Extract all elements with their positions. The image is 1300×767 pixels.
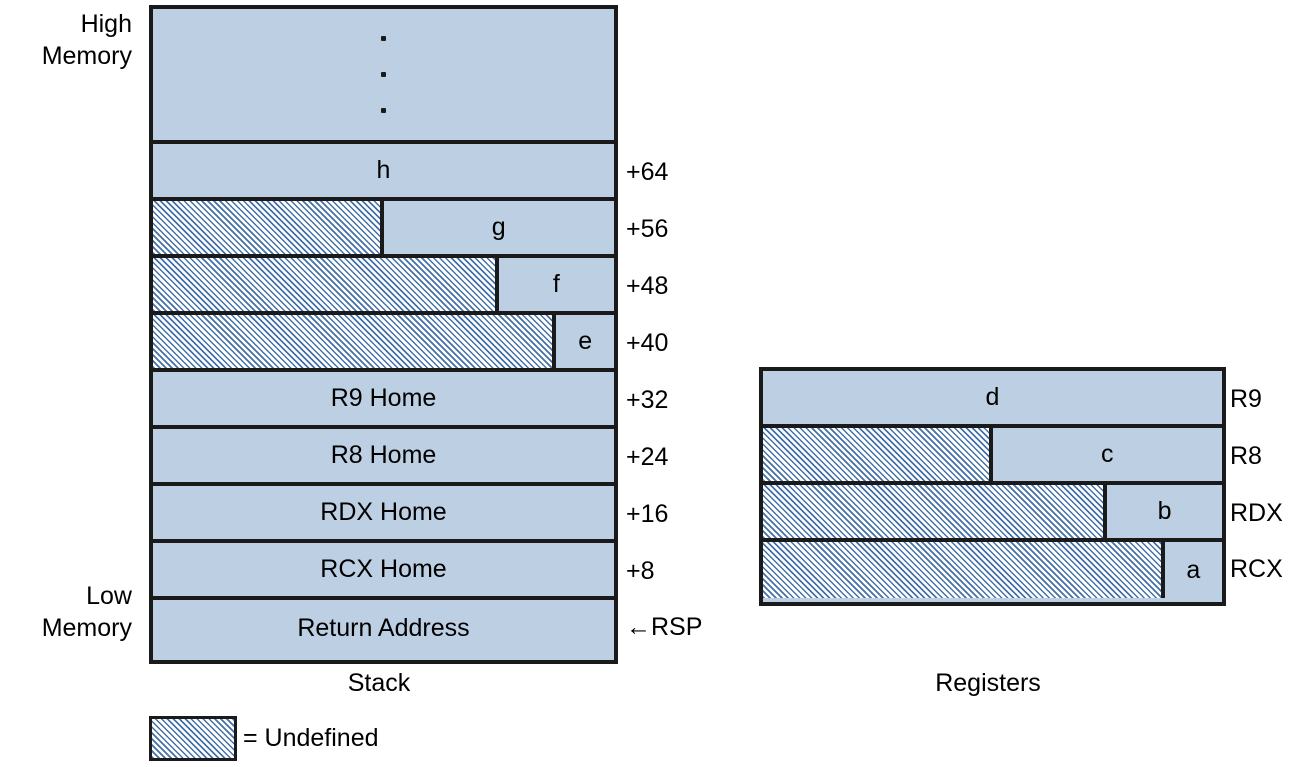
stack-cell-label: Return Address: [297, 613, 470, 642]
register-value-label: b: [1157, 497, 1172, 525]
register-value-label: c: [1101, 440, 1114, 468]
undefined-region: [763, 542, 1165, 598]
stack-offset-label: +48: [626, 271, 669, 300]
register-value-label: a: [1186, 555, 1201, 584]
stack-cell-label: R8 Home: [330, 441, 437, 469]
undefined-region: [153, 258, 499, 311]
register-row: c: [763, 428, 1222, 485]
stack-row: [153, 9, 614, 144]
undefined-region: [153, 315, 557, 368]
stack-row: g: [153, 201, 614, 258]
hatched-undefined-swatch: [149, 716, 237, 761]
stack-cell-label: R9 Home: [330, 384, 437, 412]
stack-cell-label: RCX Home: [320, 555, 447, 583]
legend: = Undefined: [149, 716, 379, 761]
ellipsis-dot: [381, 36, 386, 41]
register-row: d: [763, 371, 1222, 428]
stack-offset-label: +56: [626, 214, 669, 243]
ellipsis-dot: [381, 108, 386, 113]
undefined-region: [763, 428, 993, 481]
stack-row: e: [153, 315, 614, 372]
register-row: b: [763, 485, 1222, 542]
stack-row: h: [153, 144, 614, 201]
stack-row: R9 Home: [153, 372, 614, 429]
stack-offset-label: +40: [626, 328, 669, 357]
stack-offset-label: +24: [626, 442, 669, 471]
stack-cell-label: e: [578, 327, 593, 355]
register-name-label: RCX: [1230, 555, 1283, 583]
ellipsis-dot: [381, 72, 386, 77]
registers-caption: Registers: [935, 669, 1041, 697]
stack-cell-label: f: [552, 270, 560, 298]
registers-diagram: d c b a: [759, 367, 1226, 606]
register-name-label: RDX: [1230, 498, 1283, 527]
stack-cell-label: g: [491, 213, 506, 241]
register-name-label: R9: [1230, 384, 1262, 413]
vertical-ellipsis-icon: [153, 9, 614, 140]
undefined-region: [763, 485, 1108, 538]
low-memory-label: Low Memory: [41, 582, 132, 642]
register-name-label: R8: [1230, 441, 1262, 470]
stack-offset-label: +32: [626, 385, 669, 414]
stack-offset-label: ←RSP: [626, 613, 703, 641]
stack-row: f: [153, 258, 614, 315]
legend-label: = Undefined: [243, 724, 379, 752]
register-row: a: [763, 542, 1222, 598]
stack-offset-label: +16: [626, 499, 669, 528]
stack-row: RDX Home: [153, 486, 614, 543]
stack-cell-label: h: [376, 156, 391, 184]
stack-caption: Stack: [347, 669, 411, 697]
stack-offset-label: +8: [626, 556, 655, 585]
high-memory-label: High Memory: [41, 10, 132, 70]
stack-row: RCX Home: [153, 543, 614, 600]
stack-row: Return Address: [153, 600, 614, 656]
stack-offset-label: +64: [626, 157, 669, 186]
undefined-region: [153, 201, 384, 254]
stack-cell-label: RDX Home: [320, 498, 447, 526]
stack-row: R8 Home: [153, 429, 614, 486]
register-value-label: d: [985, 383, 1000, 411]
